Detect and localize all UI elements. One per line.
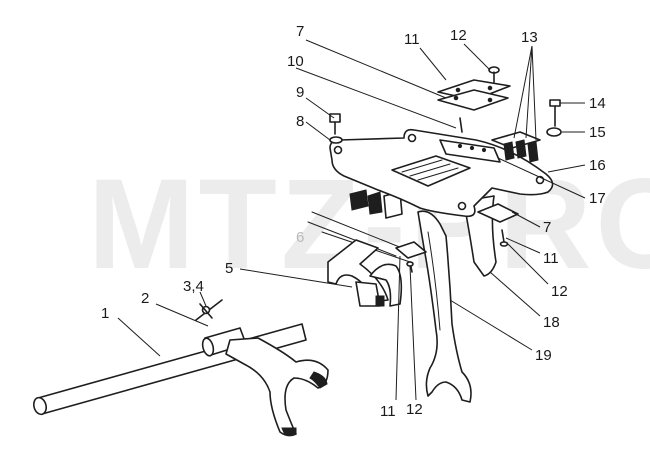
callout-16: 16 [589, 157, 606, 174]
part-17-interlock-block [439, 139, 501, 163]
callout-11-bottom: 11 [380, 403, 396, 420]
callout-5: 5 [225, 260, 233, 277]
part-12-top-bolt [488, 66, 500, 83]
callout-11-right: 11 [543, 250, 559, 267]
callout-6: 6 [296, 229, 304, 246]
callout-12-bottom: 12 [406, 401, 423, 418]
callout-7-right: 7 [543, 219, 551, 236]
part-10-screw [459, 117, 463, 133]
callout-labels: 1 2 3,4 5 6 7 10 9 8 11 12 13 14 15 16 1… [101, 23, 606, 420]
callout-3-4: 3,4 [183, 278, 204, 295]
part-15-washer [546, 127, 562, 137]
callout-18: 18 [543, 314, 560, 331]
callout-1: 1 [101, 305, 109, 322]
part-9-bolt [329, 113, 341, 135]
callout-12-top: 12 [450, 27, 467, 44]
callout-17: 17 [589, 190, 606, 207]
callout-2: 2 [141, 290, 149, 307]
callout-11-top: 11 [404, 31, 420, 48]
callout-14: 14 [589, 95, 606, 112]
callout-13: 13 [521, 29, 538, 46]
part-8-washer [329, 136, 343, 144]
callout-12-right: 12 [551, 283, 568, 300]
callout-8: 8 [296, 113, 304, 130]
part-14-bolt [549, 99, 561, 127]
part-16-guide-plate [329, 128, 554, 218]
callout-19: 19 [535, 347, 552, 364]
leader-lines [117, 39, 586, 401]
callout-9: 9 [296, 84, 304, 101]
part-3-4-pin [195, 299, 223, 321]
part-11-12-lower-plate [395, 241, 427, 273]
callout-7-top: 7 [296, 23, 304, 40]
part-13-detent-blocks [491, 131, 541, 163]
part-7-11-right-plates [477, 203, 519, 247]
part-7-top-cover-plate [437, 89, 509, 111]
callout-10: 10 [287, 53, 304, 70]
part-19-long-fork [417, 210, 472, 403]
part-2-front-fork [201, 327, 329, 437]
callout-15: 15 [589, 124, 606, 141]
part-5-middle-fork [327, 239, 403, 307]
